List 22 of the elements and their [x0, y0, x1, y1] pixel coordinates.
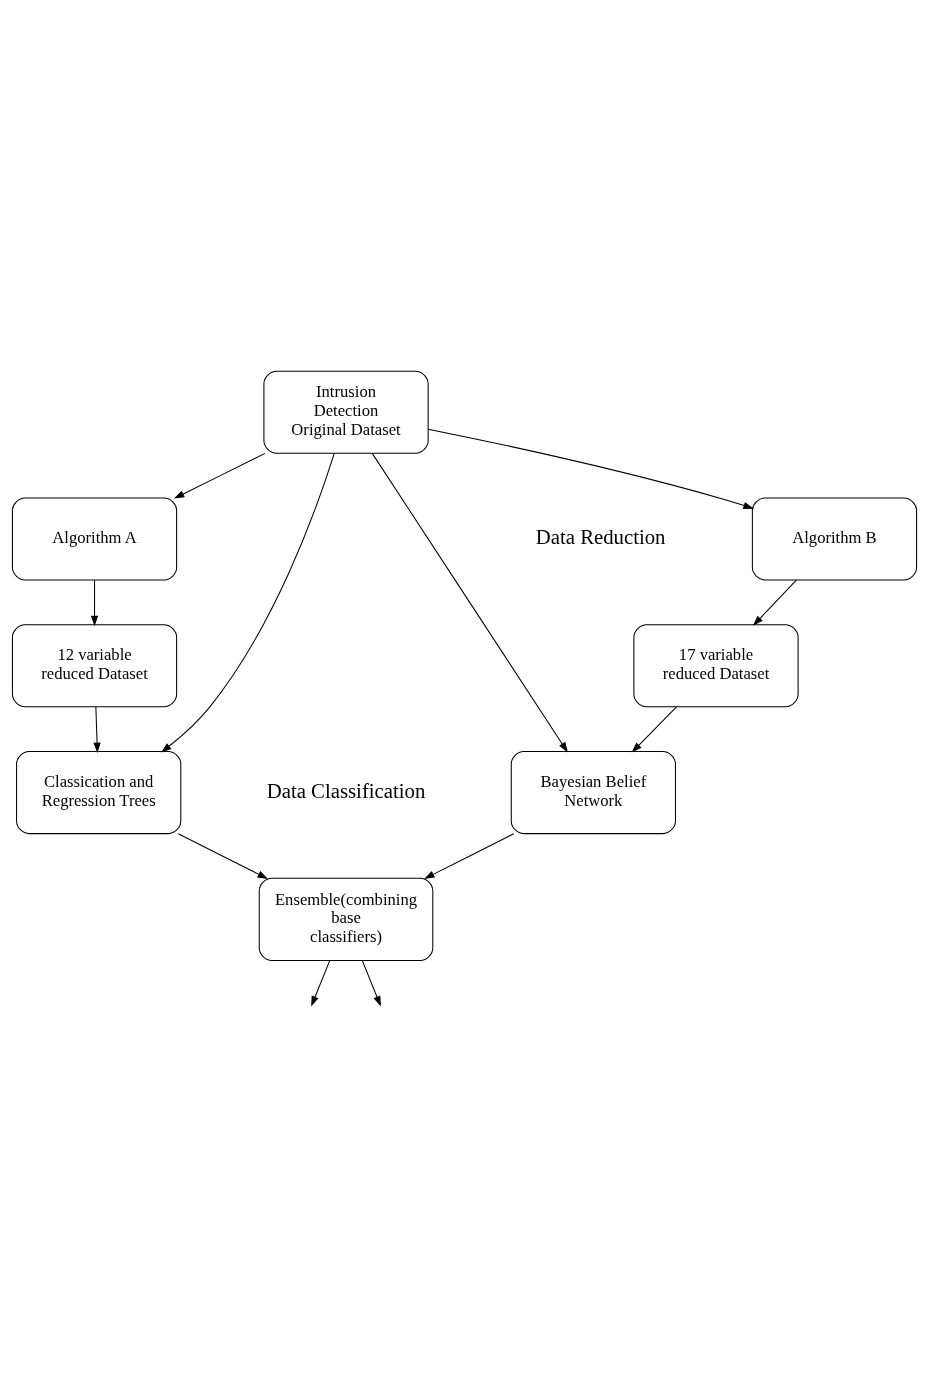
arrow	[173, 452, 266, 499]
arrow	[177, 832, 268, 879]
arrow	[90, 579, 99, 626]
node-box: Ensemble(combining base classifiers)	[258, 877, 434, 961]
arrow	[361, 959, 381, 1006]
arrow	[311, 959, 331, 1006]
arrow	[424, 832, 515, 879]
arrow	[631, 705, 678, 753]
arrow	[752, 579, 797, 626]
arrow	[160, 452, 335, 752]
node-box: Bayesian Belief Network	[510, 750, 676, 834]
node-box: Classication and Regression Trees	[16, 750, 182, 834]
node-box: Algorithm A	[11, 496, 178, 581]
label: Data Reduction	[535, 524, 666, 548]
node-box: Algorithm B	[751, 496, 918, 581]
arrow	[93, 705, 101, 753]
node-box: 17 variable reduced Dataset	[633, 623, 799, 707]
arrow	[371, 452, 568, 753]
node-box: Intrusion Detection Original Dataset	[263, 370, 429, 454]
arrow	[427, 428, 754, 509]
node-box: 12 variable reduced Dataset	[11, 623, 178, 707]
label: Data Classification	[266, 778, 426, 802]
